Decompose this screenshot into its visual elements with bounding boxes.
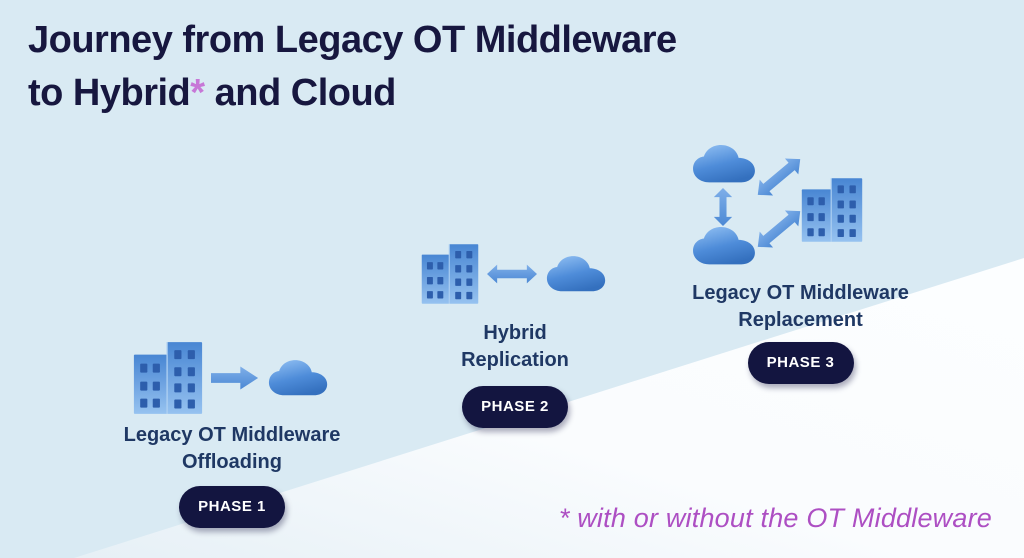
vertical-double-arrow-icon — [713, 188, 733, 226]
phase-3-badge: PHASE 3 — [747, 342, 854, 384]
title-line-1: Journey from Legacy OT Middleware — [28, 19, 677, 61]
phase-2-label: Hybrid Replication — [461, 322, 569, 371]
cloud-icon — [546, 256, 606, 292]
phase-3-diagram — [683, 140, 918, 265]
title-line-2-after: and Cloud — [204, 72, 397, 114]
building-icon — [801, 178, 863, 242]
phase-2-group: Hybrid Replication PHASE 2 — [398, 238, 632, 428]
diagonal-double-arrow-icon — [757, 210, 801, 248]
phase-1-group: Legacy OT Middleware Offloading PHASE 1 — [104, 338, 360, 528]
cloud-icon — [693, 144, 755, 183]
phase-3-label: Legacy OT Middleware Replacement — [692, 282, 909, 331]
phase-1-label: Legacy OT Middleware Offloading — [123, 424, 341, 473]
phase-3-group: Legacy OT Middleware Replacement PHASE 3 — [683, 140, 918, 384]
phase-1-diagram — [104, 338, 360, 418]
right-arrow-icon — [211, 366, 259, 390]
cloud-icon — [268, 360, 328, 396]
cloud-icon — [693, 226, 755, 265]
phase-2-diagram — [398, 238, 632, 310]
building-icon — [133, 342, 203, 414]
building-icon — [421, 244, 479, 304]
title-line-2-before: to Hybrid — [28, 72, 191, 114]
title-asterisk: * — [190, 72, 205, 114]
phase-1-badge: PHASE 1 — [179, 486, 285, 528]
phase-2-badge: PHASE 2 — [462, 386, 568, 428]
diagonal-double-arrow-icon — [757, 158, 801, 196]
footnote: * with or without the OT Middleware — [558, 503, 992, 533]
horizontal-double-arrow-icon — [487, 264, 537, 284]
slide-title: Journey from Legacy OT Middleware to Hyb… — [28, 14, 677, 120]
